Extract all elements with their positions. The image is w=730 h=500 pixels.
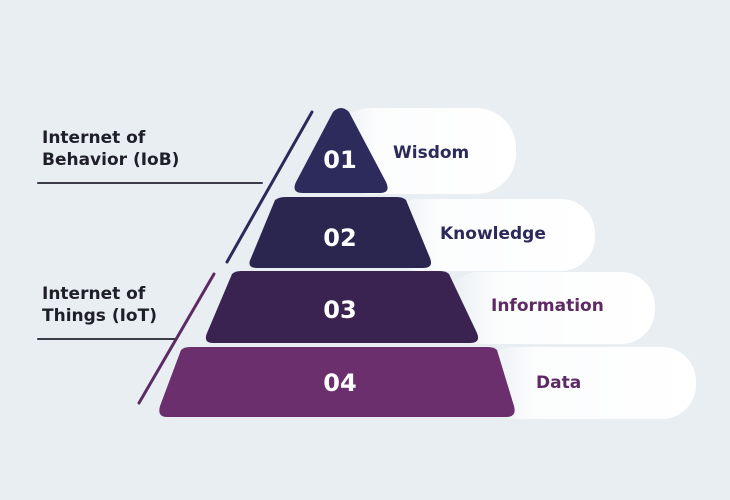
group-label-iot-line-2: Things (IoT) (42, 306, 157, 326)
group-label-iob-line-1: Internet of (42, 128, 146, 148)
pill-information (445, 272, 655, 344)
level-number-03: 03 (323, 296, 357, 324)
pyramid-tier-2 (249, 197, 432, 268)
pill-data (480, 347, 696, 419)
pyramid-tier-4 (159, 347, 515, 417)
level-label-knowledge: Knowledge (440, 224, 546, 244)
level-number-01: 01 (323, 146, 357, 174)
level-number-04: 04 (323, 369, 357, 397)
pyramid-tier-3 (205, 271, 479, 343)
pyramid-tier-1 (294, 108, 388, 193)
group-label-iob-line-2: Behavior (IoB) (42, 150, 180, 170)
group-label-iot: Internet of Things (IoT) (42, 283, 157, 327)
group-label-iob: Internet of Behavior (IoB) (42, 127, 179, 171)
level-label-information: Information (491, 296, 604, 316)
pill-knowledge (385, 199, 595, 271)
iob-bracket-line (225, 110, 314, 264)
level-number-02: 02 (323, 224, 357, 252)
group-label-iot-line-1: Internet of (42, 284, 146, 304)
level-label-wisdom: Wisdom (393, 143, 470, 163)
level-label-data: Data (536, 373, 582, 393)
